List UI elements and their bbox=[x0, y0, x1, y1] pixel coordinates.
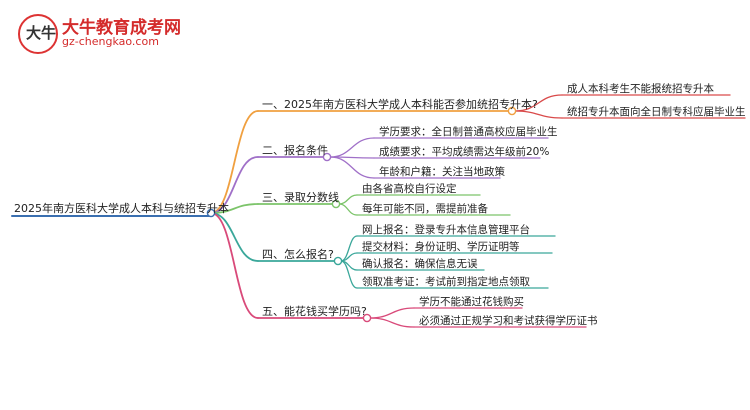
root-node-label: 2025年南方医科大学成人本科与统招专升本 bbox=[14, 201, 229, 215]
mindmap-links bbox=[11, 94, 746, 328]
leaf-4-2-label: 提交材料：身份证明、学历证明等 bbox=[362, 240, 520, 253]
branch-4-label: 四、怎么报名? bbox=[262, 247, 334, 261]
root-node-dot bbox=[206, 208, 216, 218]
leaf-4-4-connector bbox=[340, 260, 358, 289]
leaf-5-2-connector bbox=[369, 317, 415, 328]
leaf-3-2-label: 每年可能不同，需提前准备 bbox=[362, 202, 488, 215]
leaf-5-1-connector bbox=[369, 307, 415, 319]
branch-4-node-dot bbox=[333, 256, 343, 266]
branch-3-connector bbox=[210, 203, 259, 214]
logo-url: gz-chengkao.com bbox=[62, 35, 159, 48]
leaf-5-1-label: 学历不能通过花钱购买 bbox=[419, 295, 524, 308]
leaf-3-1-label: 由各省高校自行设定 bbox=[362, 182, 457, 195]
leaf-4-1-label: 网上报名：登录专升本信息管理平台 bbox=[362, 223, 530, 236]
branch-2-label: 二、报名条件 bbox=[262, 143, 328, 157]
branch-1-label: 一、2025年南方医科大学成人本科能否参加统招专升本? bbox=[262, 97, 538, 111]
branch-5-label: 五、能花钱买学历吗? bbox=[262, 304, 367, 318]
site-logo[interactable]: 大牛 大牛教育成考网 gz-chengkao.com bbox=[10, 8, 210, 54]
leaf-3-2-connector bbox=[338, 203, 358, 216]
leaf-2-3-connector bbox=[329, 156, 375, 179]
branch-2-node-dot bbox=[322, 152, 332, 162]
ox-icon: 大牛 bbox=[18, 14, 58, 54]
leaf-1-2-connector bbox=[514, 110, 563, 119]
leaf-4-4-label: 领取准考证：考试前到指定地点领取 bbox=[362, 275, 530, 288]
branch-5-connector bbox=[210, 212, 259, 319]
branch-2-connector bbox=[210, 156, 259, 214]
branch-3-label: 三、录取分数线 bbox=[262, 190, 339, 204]
branch-1-connector bbox=[210, 110, 259, 214]
branch-3-node-dot bbox=[331, 199, 341, 209]
leaf-5-2-label: 必须通过正规学习和考试获得学历证书 bbox=[419, 314, 598, 327]
leaf-2-2-label: 成绩要求：平均成绩需达年级前20% bbox=[379, 145, 549, 158]
logo-title: 大牛教育成考网 bbox=[62, 18, 181, 38]
branch-5-node-dot bbox=[362, 313, 372, 323]
leaf-2-1-label: 学历要求：全日制普通高校应届毕业生 bbox=[379, 125, 558, 138]
leaf-1-1-label: 成人本科考生不能报统招专升本 bbox=[567, 82, 714, 95]
mindmap-labels: 2025年南方医科大学成人本科与统招专升本 一、2025年南方医科大学成人本科能… bbox=[14, 82, 746, 327]
logo-mark-text: 大牛 bbox=[26, 24, 57, 42]
branch-4-connector bbox=[210, 212, 259, 262]
leaf-2-1-connector bbox=[329, 137, 375, 158]
branch-1-node-dot bbox=[507, 106, 517, 116]
leaf-4-3-label: 确认报名：确保信息无误 bbox=[362, 257, 478, 270]
leaf-2-3-label: 年龄和户籍：关注当地政策 bbox=[379, 165, 505, 178]
leaf-3-1-connector bbox=[338, 194, 358, 205]
leaf-1-2-label: 统招专升本面向全日制专科应届毕业生 bbox=[567, 105, 746, 118]
